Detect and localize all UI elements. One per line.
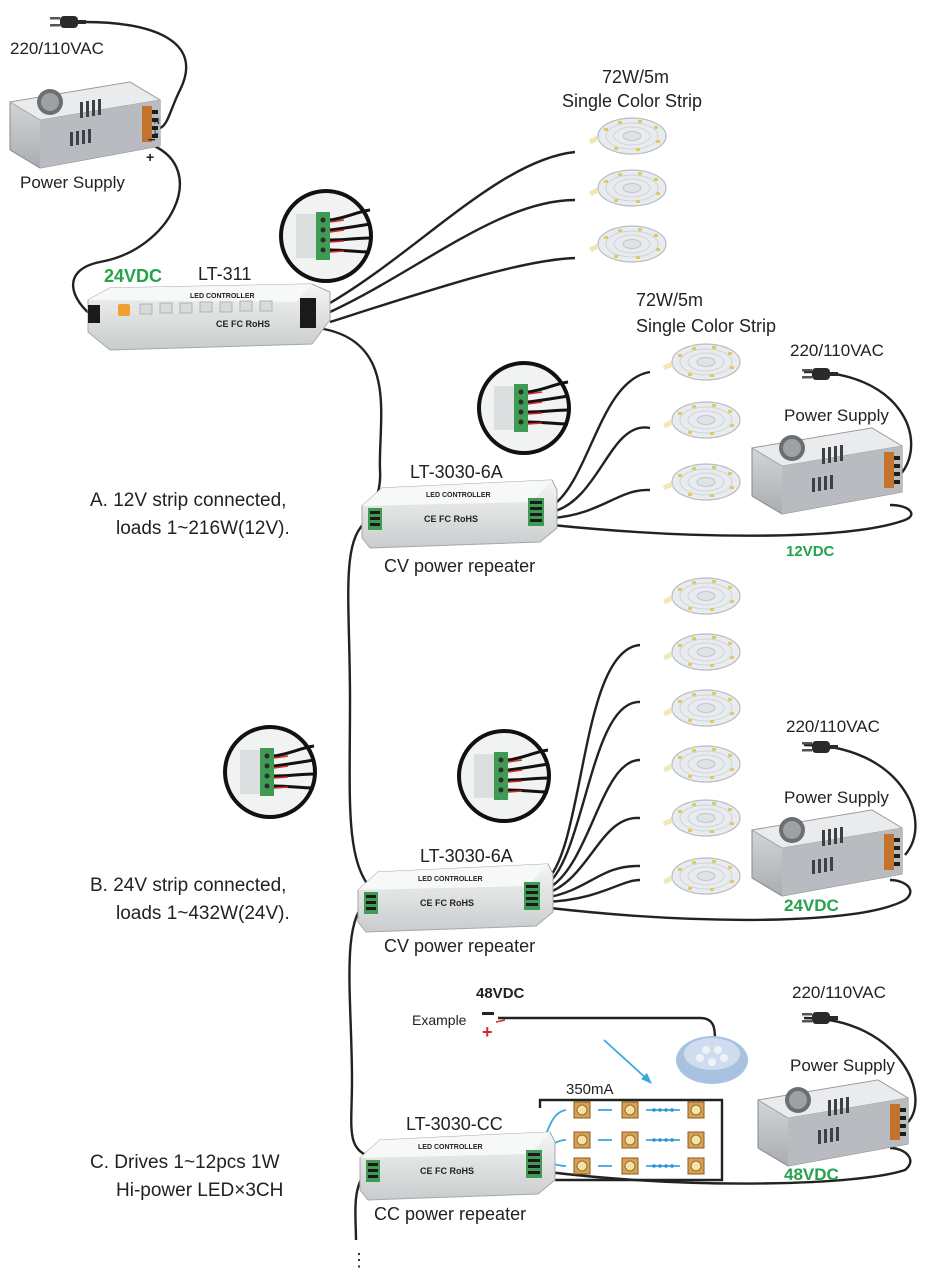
psu-n-label: N	[154, 117, 160, 126]
power-button-icon	[118, 304, 130, 316]
power-supply-icon	[757, 1079, 909, 1167]
plus-sign-icon: +	[482, 1022, 493, 1042]
a-psu-label: Power Supply	[784, 406, 889, 425]
power-supply-icon	[9, 81, 161, 169]
led-strip-reel-icon	[664, 578, 740, 614]
top-ac-label: 220/110VAC	[10, 39, 104, 58]
c-ac-label: 220/110VAC	[792, 983, 886, 1002]
a-description-line-2: loads 1~216W(12V).	[116, 518, 290, 539]
hi-power-led-icon	[621, 1157, 639, 1175]
power-supply-icon	[751, 809, 903, 897]
c-description-line-2: Hi-power LED×3CH	[116, 1180, 283, 1201]
led-strip-reel-icon	[664, 464, 740, 500]
psu-l-label: L	[154, 127, 159, 136]
top-strip-title-2: Single Color Strip	[562, 91, 702, 111]
c-voltage-label: 48VDC	[784, 1165, 839, 1184]
b-model-label: LT-3030-6A	[420, 846, 513, 866]
psu-plus-label: +	[146, 149, 154, 165]
psu-minus-label: −	[148, 132, 156, 147]
a-strip-title-2: Single Color Strip	[636, 316, 776, 336]
downlight-icon	[676, 1036, 748, 1084]
c-controller-badges: CE FC RoHS	[420, 1166, 474, 1176]
led-strip-reel-icon	[664, 800, 740, 836]
minus-sign-icon	[482, 1012, 494, 1015]
b-description-line-1: B. 24V strip connected,	[90, 875, 286, 896]
lt-311-model-label: LT-311	[198, 264, 251, 284]
top-voltage-label: 24VDC	[104, 266, 162, 286]
b-controller-badges: CE FC RoHS	[420, 898, 474, 908]
c-caption: CC power repeater	[374, 1204, 526, 1224]
magnifier-detail-icon	[457, 729, 551, 823]
led-series-dots	[652, 1108, 674, 1168]
hi-power-led-icon	[687, 1101, 705, 1119]
wires	[71, 20, 917, 1241]
magnifier-detail-icon	[477, 361, 571, 455]
led-strip-reel-icon	[664, 402, 740, 438]
hi-power-led-icon	[573, 1101, 591, 1119]
c-psu-label: Power Supply	[790, 1056, 895, 1075]
hi-power-led-icon	[621, 1101, 639, 1119]
c-model-label: LT-3030-CC	[406, 1114, 503, 1134]
led-strip-reel-icon	[664, 690, 740, 726]
hi-power-led-icon	[687, 1131, 705, 1149]
lt-311-badges: CE FC RoHS	[216, 319, 270, 329]
a-strip-title-1: 72W/5m	[636, 290, 703, 310]
a-description-line-1: A. 12V strip connected,	[90, 490, 286, 511]
hi-power-led-icon	[573, 1157, 591, 1175]
led-strip-reel-icon	[664, 634, 740, 670]
plug-icon	[802, 368, 838, 380]
hi-power-led-icon	[573, 1131, 591, 1149]
a-model-label: LT-3030-6A	[410, 462, 503, 482]
b-controller-text: LED CONTROLLER	[418, 876, 483, 883]
led-strip-reel-icon	[664, 344, 740, 380]
led-strip-reel-icon	[664, 746, 740, 782]
a-controller-badges: CE FC RoHS	[424, 514, 478, 524]
c-example-label: Example	[412, 1012, 467, 1028]
led-matrix	[573, 1101, 705, 1175]
b-ac-label: 220/110VAC	[786, 717, 880, 736]
plug-icon	[802, 741, 838, 753]
b-psu-label: Power Supply	[784, 788, 889, 807]
blue-led-wires	[539, 1109, 680, 1167]
top-psu-label: Power Supply	[20, 173, 125, 192]
magnifier-detail-icon	[223, 725, 317, 819]
b-voltage-label: 24VDC	[784, 896, 839, 915]
a-controller-text: LED CONTROLLER	[426, 492, 491, 499]
arrow-icon	[603, 1039, 652, 1084]
b-caption: CV power repeater	[384, 936, 535, 956]
c-description-line-1: C. Drives 1~12pcs 1W	[90, 1152, 280, 1173]
c-current-label: 350mA	[566, 1081, 614, 1098]
b-description-line-2: loads 1~432W(24V).	[116, 903, 290, 924]
c-example-voltage: 48VDC	[476, 985, 525, 1002]
plug-icon	[50, 16, 86, 28]
led-strip-reel-icon	[590, 118, 666, 154]
hi-power-led-icon	[687, 1157, 705, 1175]
lt-311-controller-text: LED CONTROLLER	[190, 293, 255, 300]
led-strip-reel-icon	[590, 226, 666, 262]
hi-power-led-icon	[621, 1131, 639, 1149]
top-strip-title-1: 72W/5m	[602, 67, 669, 87]
lt-311-controller	[87, 283, 331, 351]
magnifier-detail-icon	[279, 189, 373, 283]
a-ac-label: 220/110VAC	[790, 341, 884, 360]
continuation-ellipsis: ⋮	[350, 1250, 368, 1270]
led-strip-reel-icon	[590, 170, 666, 206]
power-supply-icon	[751, 427, 903, 515]
a-voltage-label: 12VDC	[786, 543, 835, 560]
led-strip-reel-icon	[664, 858, 740, 894]
c-controller-text: LED CONTROLLER	[418, 1144, 483, 1151]
a-caption: CV power repeater	[384, 556, 535, 576]
